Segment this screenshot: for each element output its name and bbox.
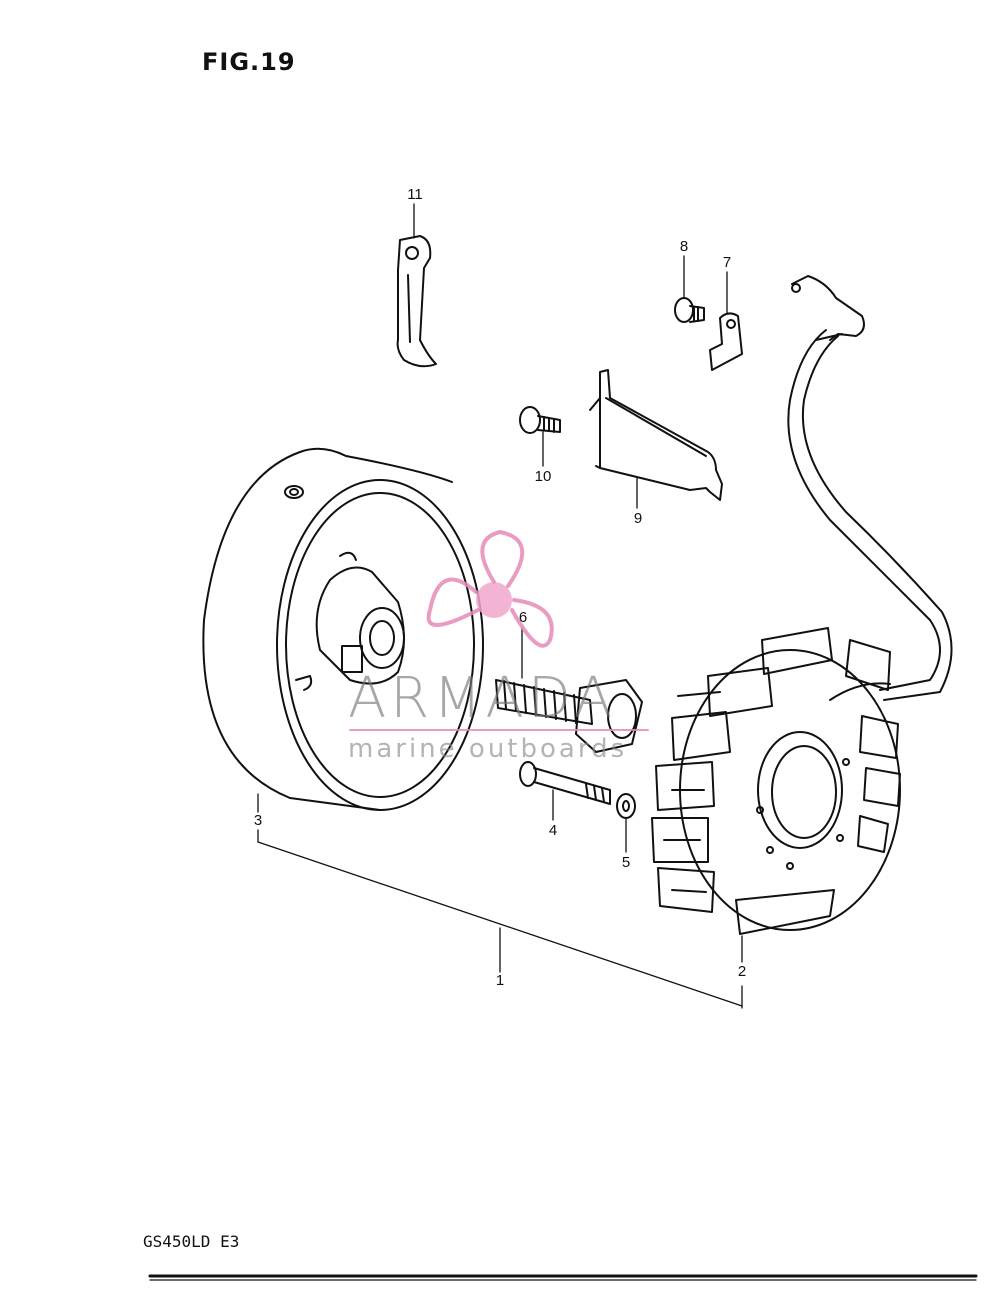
model-code: GS450LD E3 — [143, 1232, 240, 1251]
callout-3: 3 — [253, 812, 263, 829]
part-6-bolt — [495, 679, 643, 753]
part-2-stator — [651, 627, 901, 935]
part-5-washer — [616, 793, 636, 819]
callout-10: 10 — [534, 468, 552, 485]
part-9-cover-plate — [589, 369, 723, 501]
figure-title: FIG.19 — [202, 48, 296, 76]
part-4-bolt — [519, 761, 611, 805]
part-8-screw — [674, 297, 705, 323]
leader-lines — [257, 203, 743, 1009]
part-11-terminal-clip — [396, 235, 437, 368]
watermark-tagline: marine outboards — [348, 734, 628, 764]
part-3-flywheel-rotor — [202, 447, 484, 811]
callout-8: 8 — [679, 238, 689, 255]
callout-11: 11 — [407, 186, 423, 203]
callout-2: 2 — [737, 963, 747, 980]
callout-5: 5 — [621, 854, 631, 871]
callout-7: 7 — [722, 254, 732, 271]
callout-1: 1 — [495, 972, 505, 989]
watermark-brand: ARMADA — [348, 666, 617, 731]
part-10-screw — [519, 406, 561, 434]
wire-harness — [787, 275, 953, 701]
callout-6: 6 — [518, 609, 528, 626]
propeller-icon — [349, 530, 649, 731]
callout-4: 4 — [548, 822, 558, 839]
callout-9: 9 — [633, 510, 643, 527]
part-7-clamp — [709, 312, 743, 371]
